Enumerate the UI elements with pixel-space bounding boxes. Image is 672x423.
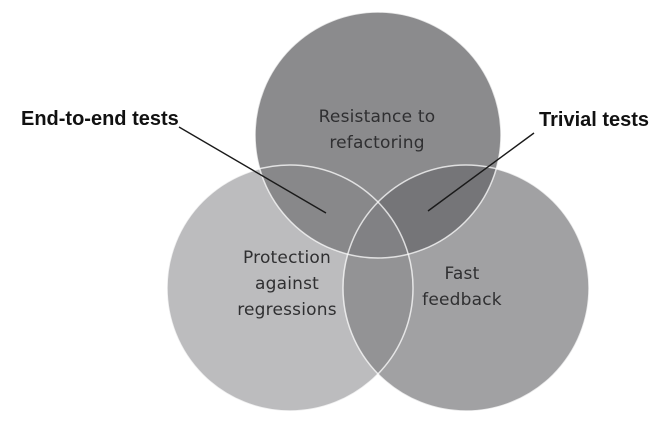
overlap-top-right: [343, 165, 501, 258]
top-circle-label-line-1: Resistance to: [318, 107, 436, 127]
top-circle-label: Resistance to refactoring: [292, 104, 462, 156]
right-circle-label-line-1: Fast: [444, 264, 480, 284]
left-circle-label-line-2: against: [254, 274, 320, 294]
left-circle-label-line-3: regressions: [237, 300, 337, 320]
left-circle-label-line-1: Protection: [242, 248, 331, 268]
end-to-end-callout: End-to-end tests: [21, 108, 179, 130]
right-circle-outline: [342, 164, 590, 412]
end-to-end-leader-line: [178, 126, 327, 214]
trivial-leader-line: [427, 132, 535, 212]
top-circle-outline: [254, 11, 502, 259]
overlap-top-left: [255, 165, 413, 258]
left-circle-label: Protection against regressions: [202, 245, 372, 323]
trivial-callout: Trivial tests: [539, 109, 650, 131]
left-circle-outline: [166, 164, 414, 412]
right-circle-label: Fast feedback: [377, 261, 547, 313]
top-circle-label-line-2: refactoring: [329, 133, 425, 153]
right-circle-label-line-2: feedback: [422, 290, 502, 310]
